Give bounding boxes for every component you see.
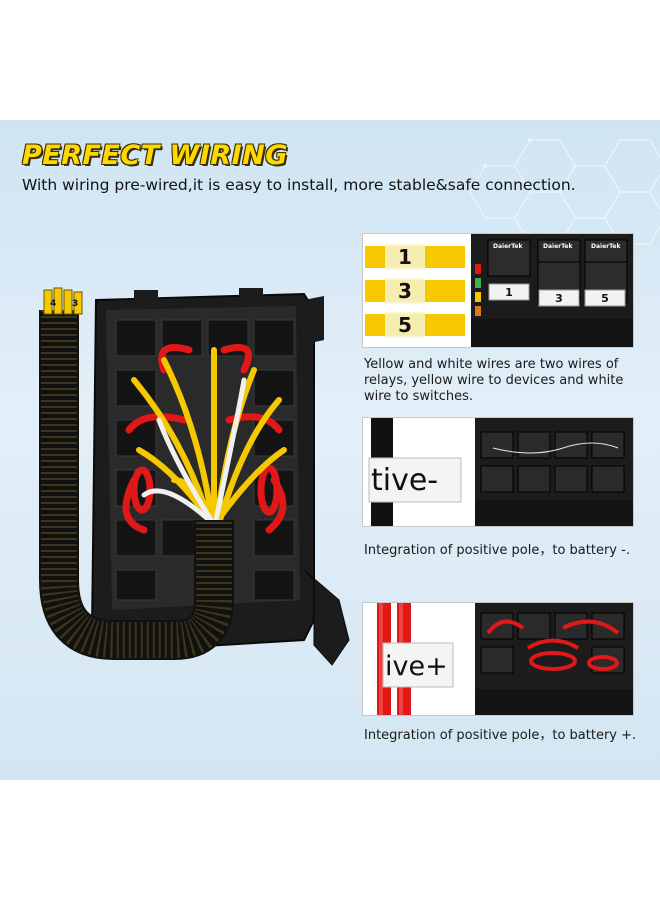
- detail-panel-negative: tive-: [362, 417, 634, 527]
- caption-positive: Integration of positive pole，to battery …: [364, 728, 637, 743]
- relay-brand-2: DaierTek: [543, 243, 573, 250]
- bundle-label-3: 3: [72, 299, 78, 309]
- wire-label-1: 1: [398, 245, 412, 269]
- page-subtitle: With wiring pre-wired,it is easy to inst…: [22, 176, 576, 194]
- fuse-box-illustration: 4 3: [39, 287, 350, 666]
- page-title: PERFECT WIRING: [22, 140, 288, 171]
- relay-number-1: 1: [505, 286, 513, 299]
- detail-panel-relays: 1 3 5 DaierTek DaierTek DaierTek 1 3 5: [362, 233, 634, 348]
- wire-tag-positive: ive+: [385, 651, 448, 682]
- relay-number-5: 5: [601, 292, 609, 305]
- wire-label-3: 3: [398, 279, 412, 303]
- caption-relays: Yellow and white wires are two wires of …: [364, 357, 624, 404]
- bundle-label-4: 4: [50, 299, 56, 309]
- relay-number-3: 3: [555, 292, 563, 305]
- caption-negative: Integration of positive pole，to battery …: [364, 543, 630, 558]
- yellow-wire-labels: 1 3 5: [365, 244, 465, 338]
- relay-brand-3: DaierTek: [591, 243, 621, 250]
- detail-panel-positive: ive+: [362, 602, 634, 716]
- relay-brand-1: DaierTek: [493, 243, 523, 250]
- wire-label-5: 5: [398, 313, 412, 337]
- wire-tag-negative: tive-: [371, 463, 438, 498]
